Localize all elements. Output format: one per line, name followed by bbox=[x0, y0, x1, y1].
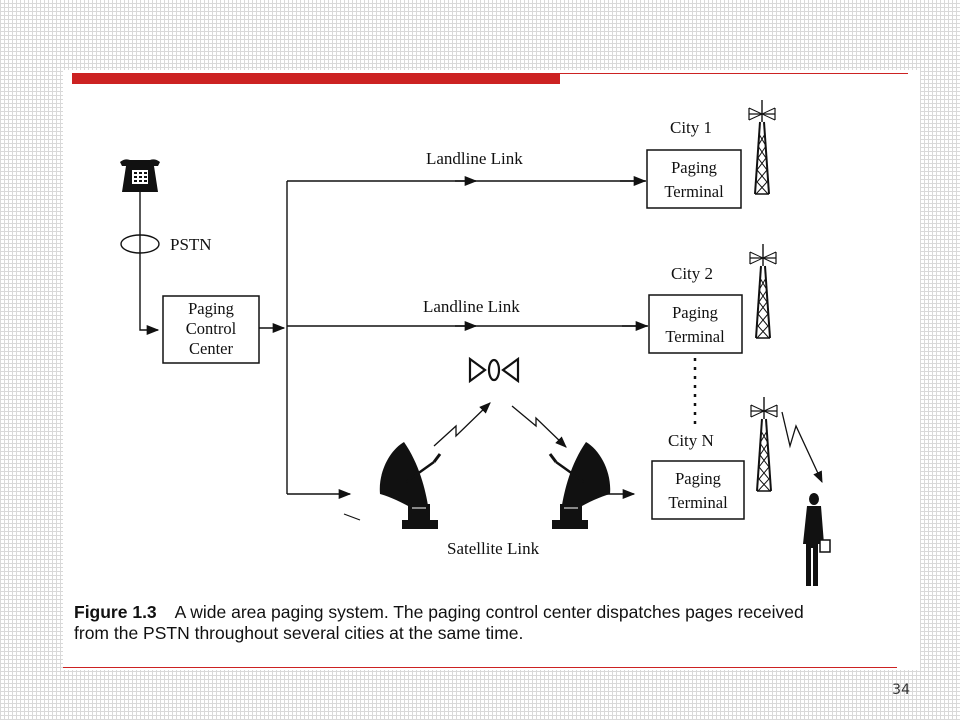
uplink-dish-icon bbox=[378, 440, 442, 531]
figure-caption: Figure 1.3 A wide area paging system. The… bbox=[74, 602, 914, 644]
slide-panel bbox=[63, 70, 920, 670]
city-1-label: City 1 bbox=[670, 118, 712, 137]
terminal-1-label-1: Paging bbox=[671, 158, 717, 177]
satellite-icon bbox=[468, 356, 520, 384]
landline-link-2-label: Landline Link bbox=[423, 297, 520, 316]
control-center-label-1: Paging bbox=[188, 299, 234, 318]
pager-user-icon bbox=[803, 493, 831, 586]
caption-line-1: A wide area paging system. The paging co… bbox=[174, 602, 804, 622]
satellite-link-label: Satellite Link bbox=[447, 539, 540, 558]
control-center-label-2: Control bbox=[186, 319, 237, 338]
tower-2-icon bbox=[749, 243, 777, 339]
scan-mark bbox=[343, 513, 361, 521]
telephone-icon bbox=[120, 159, 160, 192]
city-n-label: City N bbox=[668, 431, 714, 450]
city-2-label: City 2 bbox=[671, 264, 713, 283]
landline-link-1-label: Landline Link bbox=[426, 149, 523, 168]
terminal-2-label-2: Terminal bbox=[665, 327, 725, 346]
terminal-n-label-2: Terminal bbox=[668, 493, 728, 512]
caption-line-2: from the PSTN throughout several cities … bbox=[74, 623, 524, 643]
paging-terminal-1 bbox=[646, 149, 742, 209]
paging-terminal-2 bbox=[648, 294, 743, 354]
control-center-box bbox=[162, 295, 260, 364]
title-rule bbox=[560, 73, 908, 74]
page-number: 34 bbox=[892, 682, 910, 698]
figure-label: Figure 1.3 bbox=[74, 602, 157, 622]
title-accent-bar bbox=[72, 73, 560, 84]
terminal-1-label-2: Terminal bbox=[664, 182, 724, 201]
tower-n-icon bbox=[750, 396, 778, 492]
downlink-dish-icon bbox=[548, 440, 612, 531]
control-center-label-3: Center bbox=[189, 339, 233, 358]
footer-rule bbox=[63, 667, 897, 668]
terminal-2-label-1: Paging bbox=[672, 303, 718, 322]
tower-1-icon bbox=[748, 99, 776, 195]
pstn-cloud-icon bbox=[120, 234, 160, 254]
terminal-n-label-1: Paging bbox=[675, 469, 721, 488]
uplink-signal-icon bbox=[433, 402, 491, 447]
downlink-signal-icon bbox=[511, 405, 567, 448]
pstn-line bbox=[139, 192, 160, 336]
paging-terminal-n bbox=[651, 460, 745, 520]
pager-signal-icon bbox=[781, 411, 823, 484]
pstn-label: PSTN bbox=[170, 235, 212, 254]
